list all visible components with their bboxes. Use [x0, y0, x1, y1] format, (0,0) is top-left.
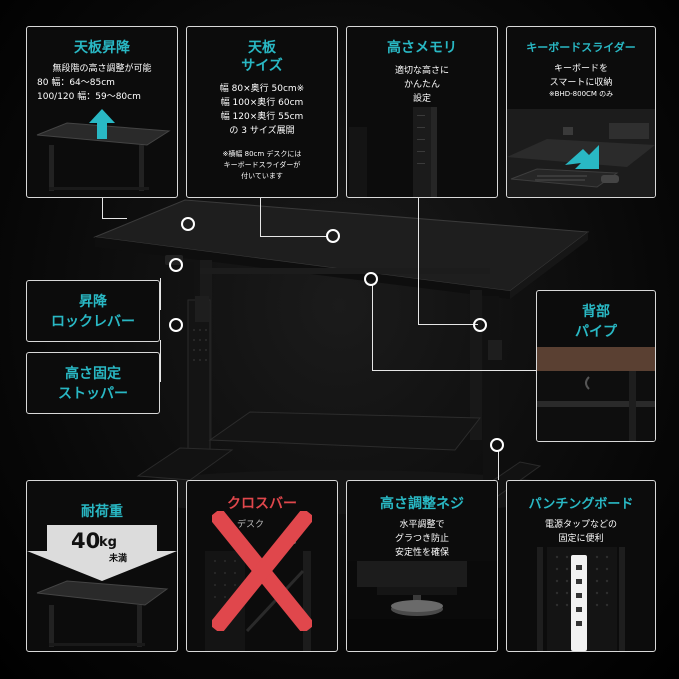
panel-title: パンチングボード — [528, 497, 634, 512]
callout-dot — [181, 217, 195, 231]
cross-mark-icon — [212, 511, 312, 631]
panel-title: 高さ調整ネジ — [380, 496, 464, 512]
panel-title: 背部 — [582, 304, 610, 320]
panel-text: 水平調整で — [399, 520, 445, 530]
panel-text: ※BHD-800CM のみ — [548, 90, 614, 98]
panel-title: ロックレバー — [51, 314, 135, 330]
panel-neji: 高さ調整ネジ 水平調整で グラつき防止 安定性を確保 — [346, 480, 498, 652]
panel-text: 設定 — [412, 94, 431, 104]
panel-text: 無段階の高さ調整が可能 — [52, 64, 152, 74]
connector-line — [102, 218, 127, 219]
panel-text: 幅 100×奥行 60cm — [220, 98, 304, 108]
panel-crossbar: クロスバー デスク 能 — [186, 480, 338, 652]
panel-note: 付いています — [241, 172, 283, 180]
panel-title: 昇降 — [79, 294, 107, 310]
panel-title: 高さ固定 — [65, 366, 121, 382]
panel-punching: パンチングボード 電源タップなどの 固定に便利 — [506, 480, 656, 652]
panel-title: キーボードスライダー — [526, 41, 636, 54]
load-unit: kg — [99, 535, 117, 550]
connector-line — [260, 196, 261, 236]
panel-title: ストッパー — [58, 386, 128, 402]
panel-text: デスク — [237, 520, 265, 530]
panel-text: 固定に便利 — [558, 534, 604, 544]
panel-stopper: 高さ固定 ストッパー — [26, 352, 160, 414]
connector-line — [160, 340, 161, 382]
panel-title: パイプ — [575, 324, 617, 340]
keyboard-slider-image — [507, 109, 655, 197]
connector-line — [372, 284, 373, 370]
panel-text: 適切な高さに — [394, 66, 449, 76]
load-arrow-image — [27, 525, 177, 647]
panel-text: かんたん — [403, 80, 440, 90]
connector-line — [498, 450, 499, 480]
callout-dot — [169, 258, 183, 272]
callout-dot — [326, 229, 340, 243]
panel-title: 天板 — [248, 40, 276, 56]
panel-text: 幅 80×奥行 50cm※ — [219, 84, 305, 94]
height-memory-image — [349, 107, 437, 197]
panel-text: 80 幅：64～85cm — [37, 78, 115, 88]
callout-dot — [473, 318, 487, 332]
callout-dot — [490, 438, 504, 452]
panel-note: キーボードスライダーが — [223, 161, 301, 169]
punching-board-image — [537, 547, 625, 651]
raise-desk-image — [36, 109, 171, 191]
panel-taikaju: 耐荷重 40 kg 未満 — [26, 480, 178, 652]
panel-tenban-size: 天板 サイズ 幅 80×奥行 50cm※ 幅 100×奥行 60cm 幅 120… — [186, 26, 338, 198]
panel-text: グラつき防止 — [394, 534, 449, 544]
panel-text: 電源タップなどの — [544, 520, 617, 530]
connector-line — [418, 196, 419, 324]
load-suffix: 未満 — [109, 554, 128, 564]
panel-text: スマートに収納 — [549, 78, 613, 88]
connector-line — [102, 196, 103, 218]
adjuster-screw-image — [347, 561, 497, 651]
connector-line — [372, 370, 538, 371]
panel-text: 100/120 幅：59～80cm — [37, 92, 141, 102]
connector-line — [418, 324, 478, 325]
connector-line — [260, 236, 328, 237]
panel-title: サイズ — [241, 58, 283, 74]
callout-dot — [169, 318, 183, 332]
panel-tenban-shoko: 天板昇降 無段階の高さ調整が可能 80 幅：64～85cm 100/120 幅：… — [26, 26, 178, 198]
panel-title: 天板昇降 — [74, 40, 130, 56]
panel-haibu-pipe: 背部 パイプ — [536, 290, 656, 442]
panel-lock-lever: 昇降 ロックレバー — [26, 280, 160, 342]
load-value: 40 — [71, 529, 101, 553]
back-pipe-image — [537, 347, 655, 441]
panel-title: 耐荷重 — [81, 504, 123, 520]
panel-text: キーボードを — [553, 64, 608, 74]
panel-takasa-memory: 高さメモリ 適切な高さに かんたん 設定 — [346, 26, 498, 198]
callout-dot — [364, 272, 378, 286]
panel-note: ※横幅 80cm デスクには — [222, 150, 302, 158]
panel-text: 安定性を確保 — [394, 548, 449, 558]
panel-text: の 3 サイズ展開 — [229, 126, 295, 136]
panel-text: 幅 120×奥行 55cm — [220, 112, 304, 122]
panel-title: 高さメモリ — [387, 40, 457, 56]
connector-line — [160, 278, 161, 310]
panel-title: クロスバー — [227, 496, 297, 512]
panel-keyboard-slider: キーボードスライダー キーボードを スマートに収納 ※BHD-800CM のみ — [506, 26, 656, 198]
